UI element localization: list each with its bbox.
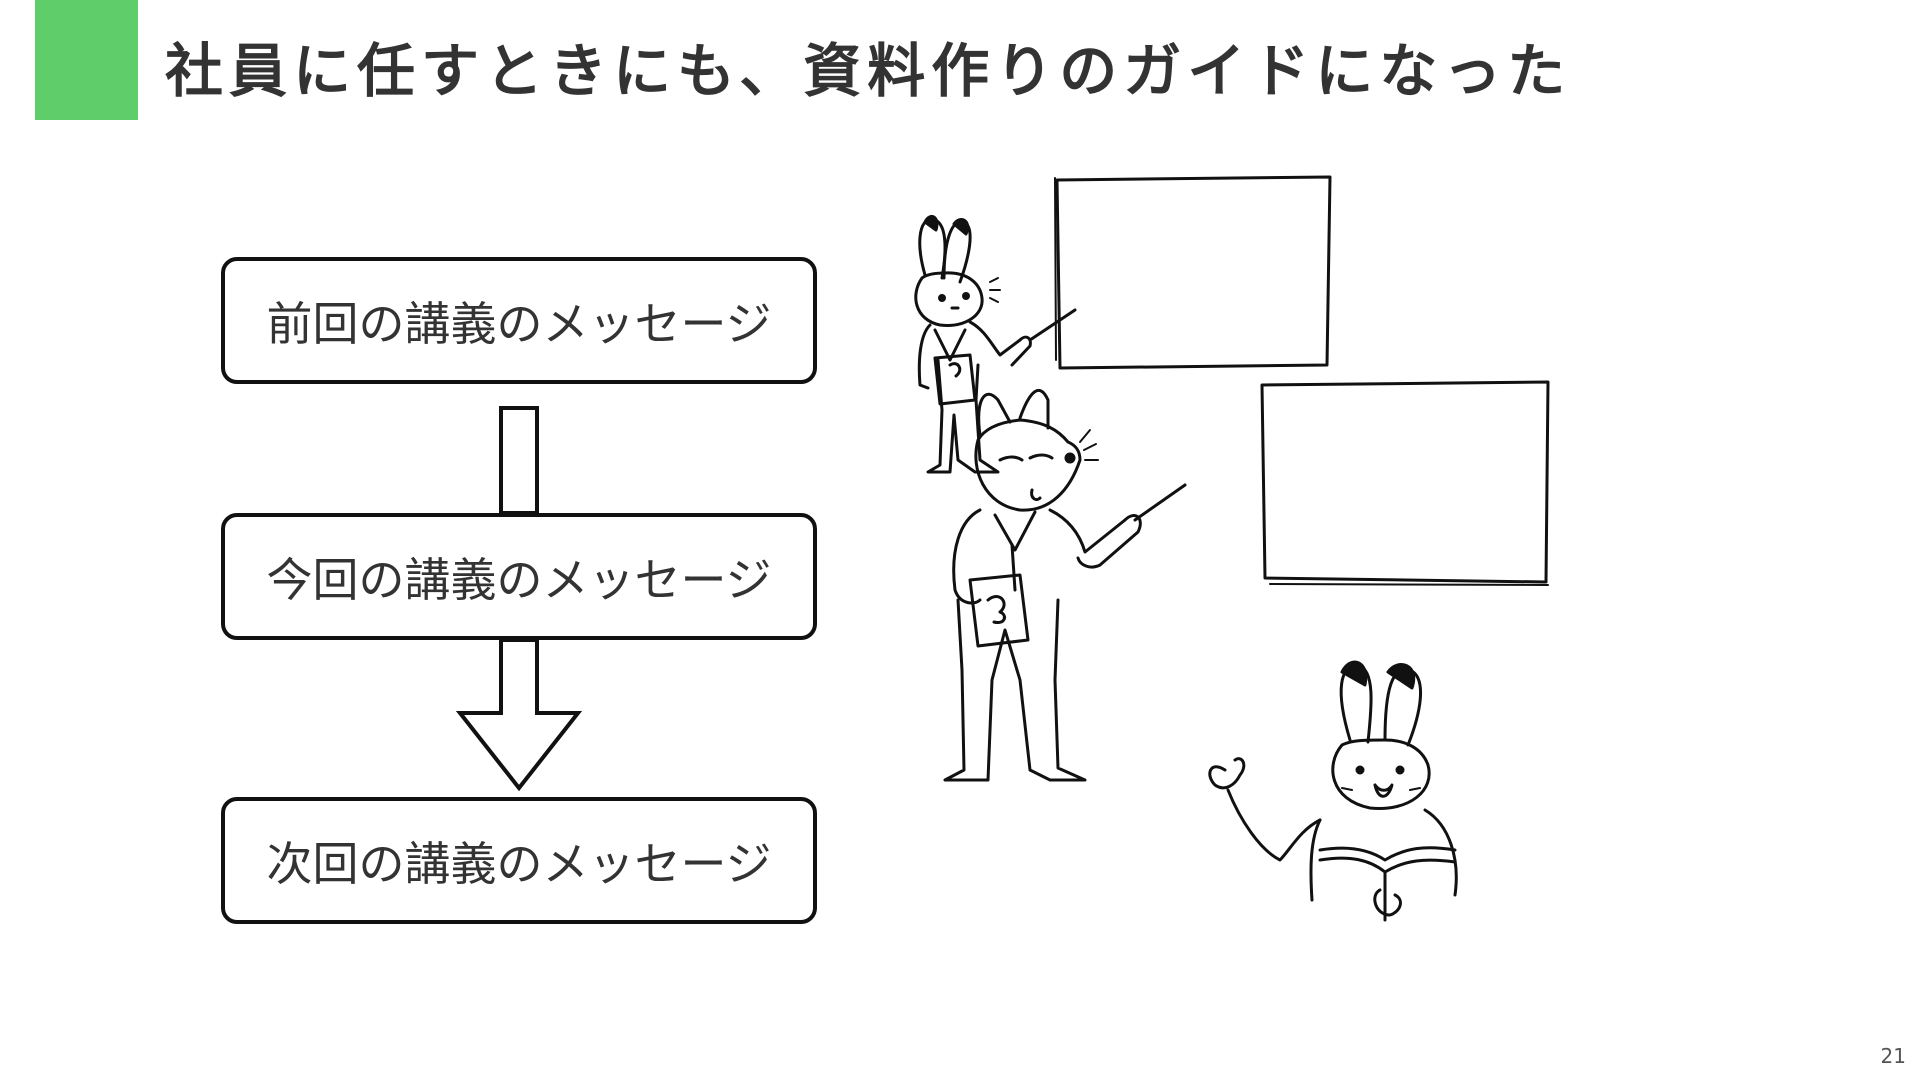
flow-step-label: 前回の講義のメッセージ [266,296,772,351]
illustration [914,175,1550,922]
flow-step-label: 次回の講義のメッセージ [266,836,772,891]
whiteboard-icon [1260,380,1550,586]
fox-with-pointer-icon [943,388,1187,782]
rabbit-with-book-icon [1208,660,1458,922]
flow-step-current: 今回の講義のメッセージ [221,513,817,640]
flow-step-label: 今回の講義のメッセージ [266,552,772,607]
slide-title: 社員に任すときにも、資料作りのガイドになった [165,37,1572,105]
whiteboard-icon [1054,175,1332,370]
rabbit-with-pointer-icon [914,214,1077,474]
flow-step-previous: 前回の講義のメッセージ [221,257,817,384]
flow-step-next: 次回の講義のメッセージ [221,797,817,924]
down-arrow [455,638,583,792]
connector-arrow-shaft [499,406,539,515]
title-accent-block [35,0,138,120]
page-number: 21 [1880,1044,1906,1068]
